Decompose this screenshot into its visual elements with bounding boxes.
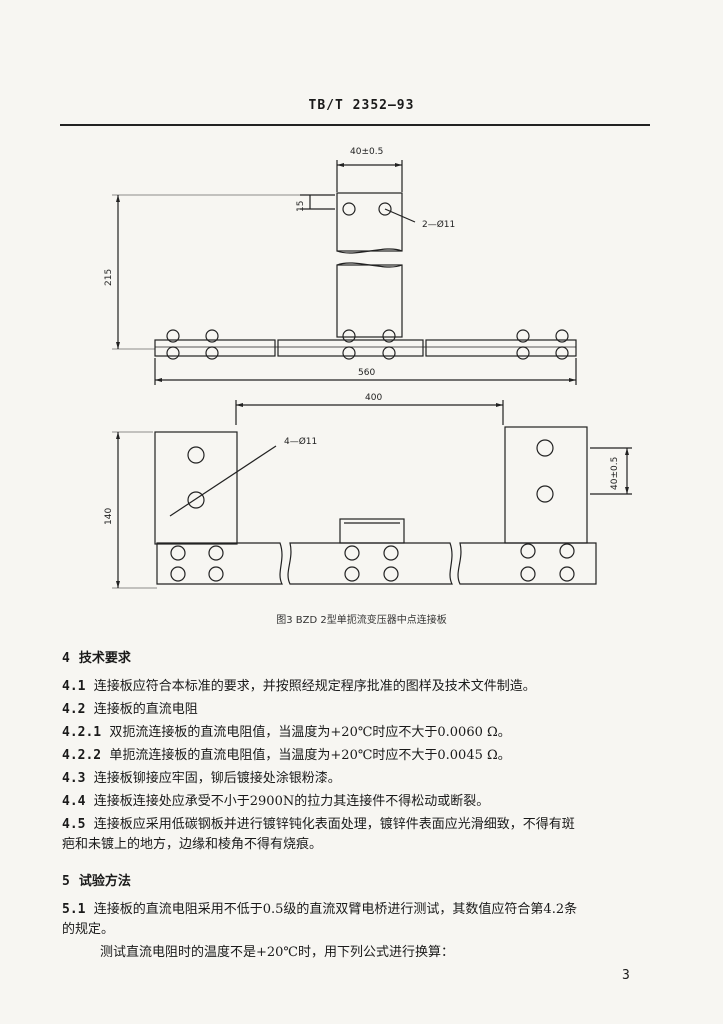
bar-holes [170, 543, 575, 582]
header-rule [60, 124, 650, 126]
strip-mid [277, 339, 424, 357]
strip-holes [166, 329, 569, 360]
clause-4-4: 4.4 连接板连接处应承受不小于2900N的拉力其连接件不得松动或断裂。 [62, 794, 490, 809]
clause-4-5-cont: 疤和未镀上的地方，边缘和棱角不得有烧痕。 [62, 837, 323, 852]
left-plate [154, 431, 238, 545]
hole [536, 439, 554, 457]
strip-right [425, 339, 577, 357]
break-line-upper [336, 248, 403, 254]
dim-215: 215 [104, 269, 114, 286]
hole [536, 485, 554, 503]
hole [378, 202, 392, 216]
clause-4-5: 4.5 连接板应采用低碳钢板并进行镀锌钝化表面处理，镀锌件表面应光滑细致，不得有… [62, 817, 575, 832]
dim-top-width: 40±0.5 [350, 147, 383, 157]
section-heading-5: 5 试验方法 [62, 874, 131, 889]
hole [187, 446, 205, 464]
hole [342, 202, 356, 216]
clause-4-1: 4.1 连接板应符合本标准的要求，并按照经规定程序批准的图样及技术文件制造。 [62, 679, 536, 694]
figure-caption: 图3 BZD 2型单扼流变压器中点连接板 [276, 615, 447, 626]
clause-5-1: 5.1 连接板的直流电阻采用不低于0.5级的直流双臂电桥进行测试，其数值应符合第… [62, 902, 578, 917]
page-number: 3 [622, 968, 630, 983]
clause-4-2-2: 4.2.2 单扼流连接板的直流电阻值，当温度为+20℃时应不大于0.0045 Ω… [62, 748, 511, 763]
section-heading-4: 4 技术要求 [62, 651, 131, 666]
label-4-holes: 4—Ø11 [284, 436, 317, 447]
clause-4-3: 4.3 连接板铆接应牢固，铆后镀接处涂银粉漆。 [62, 771, 341, 786]
bar-mid [287, 542, 453, 585]
upper-tab-bottom [336, 264, 403, 338]
hole [187, 491, 205, 509]
document-header: TB/T 2352—93 [308, 98, 415, 113]
right-plate [504, 426, 588, 544]
dim-15: 15 [296, 201, 306, 212]
strip-left [154, 339, 276, 357]
upper-tab-top [336, 192, 403, 252]
technical-drawing: 40±0.5 15 215 2—Ø11 560 400 4—Ø11 140 40… [104, 147, 632, 589]
clause-4-2: 4.2 连接板的直流电阻 [62, 702, 198, 717]
label-2-holes: 2—Ø11 [422, 219, 455, 230]
dim-140: 140 [104, 508, 114, 525]
bar-right [457, 542, 597, 585]
clause-4-2-1: 4.2.1 双扼流连接板的直流电阻值，当温度为+20℃时应不大于0.0060 Ω… [62, 725, 511, 740]
bar-left [156, 542, 283, 585]
clause-5-1-formula-intro: 测试直流电阻时的温度不是+20℃时，用下列公式进行换算： [100, 945, 454, 960]
dim-560: 560 [358, 368, 375, 378]
dim-side-width: 40±0.5 [610, 457, 620, 490]
clause-5-1-cont: 的规定。 [62, 922, 115, 937]
dim-400: 400 [365, 393, 382, 403]
